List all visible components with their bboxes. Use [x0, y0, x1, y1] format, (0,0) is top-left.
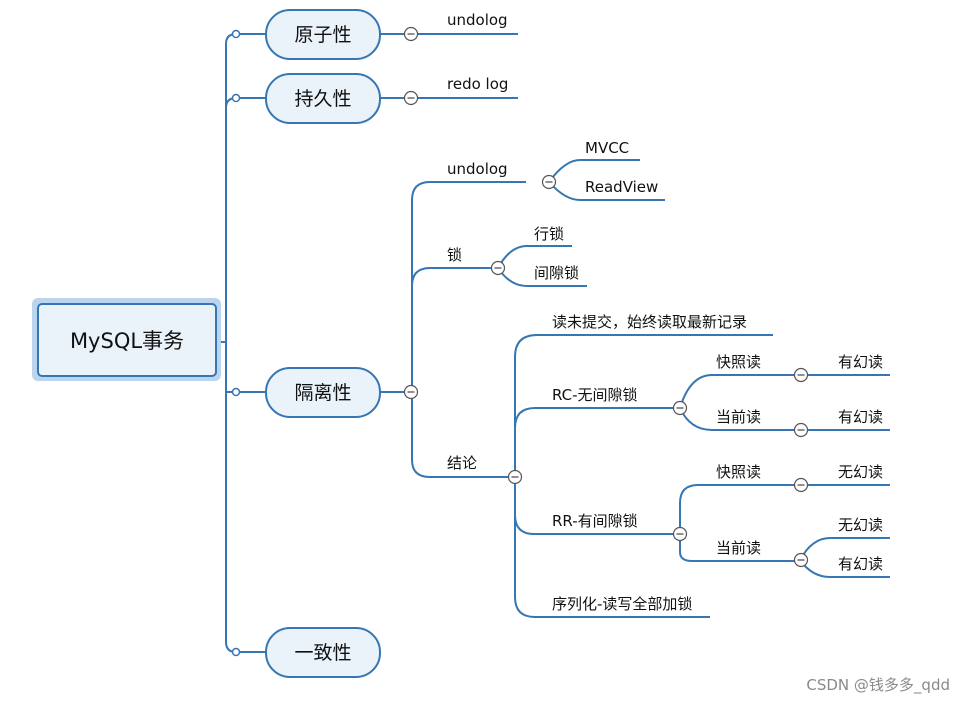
collapse-toggles: [403, 26, 809, 568]
collapse-icon[interactable]: [490, 260, 506, 276]
label-rr-snapshot[interactable]: 快照读: [716, 463, 761, 481]
node-consistency-label: 一致性: [294, 642, 351, 664]
label-rc-current[interactable]: 当前读: [716, 408, 761, 426]
label-atomicity-undolog[interactable]: undolog: [447, 11, 508, 29]
edge-conclusion-ru: [514, 334, 773, 477]
node-consistency[interactable]: 一致性: [265, 627, 381, 678]
label-durability-redolog[interactable]: redo log: [447, 75, 508, 93]
node-durability-box: [265, 73, 381, 124]
collapse-icon[interactable]: [793, 367, 809, 383]
label-rc-current-result[interactable]: 有幻读: [838, 408, 883, 426]
collapse-icon[interactable]: [403, 26, 419, 42]
edge-root-durability: [225, 97, 266, 342]
label-gap-lock[interactable]: 间隙锁: [534, 264, 579, 282]
edge-rr-current: [679, 534, 800, 562]
edge-root-isolation: [225, 342, 266, 393]
node-durability[interactable]: 持久性: [265, 73, 381, 124]
label-rr-current-result-1[interactable]: 无幻读: [838, 516, 883, 534]
label-row-lock[interactable]: 行锁: [534, 225, 564, 243]
edge-root-atomicity: [225, 33, 266, 342]
node-durability-label: 持久性: [294, 88, 351, 110]
label-rc[interactable]: RC-无间隙锁: [552, 386, 638, 404]
collapse-icon[interactable]: [672, 526, 688, 542]
label-serializable[interactable]: 序列化-读写全部加锁: [552, 595, 692, 613]
collapse-icon[interactable]: [403, 384, 419, 400]
attach-dot-durability: [231, 93, 241, 103]
edge-rc-snapshot: [679, 374, 800, 409]
node-atomicity[interactable]: 原子性: [265, 9, 381, 60]
edge-conclusion-ser: [514, 477, 710, 618]
root-label: MySQL事务: [70, 329, 184, 353]
label-lock[interactable]: 锁: [447, 246, 462, 264]
connectors: [218, 33, 890, 653]
edge-rr-snapshot: [679, 484, 800, 534]
label-rc-snapshot-result[interactable]: 有幻读: [838, 353, 883, 371]
edge-isolation-lock: [411, 267, 494, 392]
node-atomicity-box: [265, 9, 381, 60]
collapse-icon[interactable]: [793, 422, 809, 438]
collapse-icon[interactable]: [793, 552, 809, 568]
collapse-icon[interactable]: [672, 400, 688, 416]
label-rr-current-result-2[interactable]: 有幻读: [838, 555, 883, 573]
attach-dot-consistency: [231, 647, 241, 657]
label-read-uncommitted[interactable]: 读未提交，始终读取最新记录: [552, 313, 747, 331]
collapse-icon[interactable]: [793, 477, 809, 493]
node-atomicity-label: 原子性: [294, 24, 351, 46]
label-rc-snapshot[interactable]: 快照读: [716, 353, 761, 371]
edge-isolation-undolog: [411, 181, 526, 392]
label-mvcc[interactable]: MVCC: [585, 139, 629, 157]
node-consistency-box: [265, 627, 381, 678]
node-isolation-label: 隔离性: [294, 382, 351, 404]
edge-conclusion-rc: [514, 407, 680, 477]
label-rr-current[interactable]: 当前读: [716, 539, 761, 557]
attach-dot-isolation: [231, 387, 241, 397]
attach-dot-atomicity: [231, 29, 241, 39]
watermark: CSDN @钱多多_qdd: [806, 676, 950, 695]
edge-root-consistency: [225, 342, 266, 653]
root-node-box: [37, 303, 217, 377]
label-isolation-undolog[interactable]: undolog: [447, 160, 508, 178]
label-rr[interactable]: RR-有间隙锁: [552, 512, 638, 530]
edge-isolation-conclusion: [411, 392, 515, 478]
collapse-icon[interactable]: [403, 90, 419, 106]
label-rr-snapshot-result[interactable]: 无幻读: [838, 463, 883, 481]
label-readview[interactable]: ReadView: [585, 178, 658, 196]
node-isolation-box: [265, 367, 381, 418]
node-isolation[interactable]: 隔离性: [265, 367, 381, 418]
labels: undolog redo log undolog MVCC ReadView 锁…: [447, 11, 883, 613]
collapse-icon[interactable]: [541, 174, 557, 190]
attach-dots: [231, 29, 241, 657]
collapse-icon[interactable]: [507, 469, 523, 485]
root-node[interactable]: MySQL事务: [32, 298, 221, 381]
label-conclusion[interactable]: 结论: [447, 454, 477, 472]
